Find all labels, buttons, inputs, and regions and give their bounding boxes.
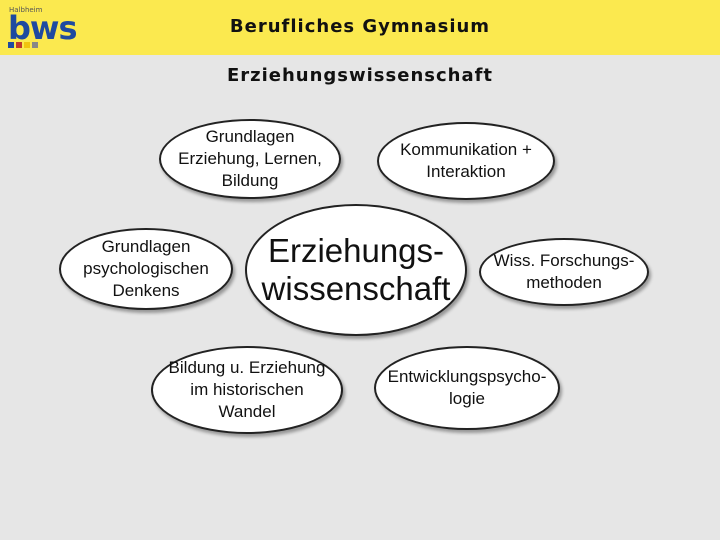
node-forschungsmethoden: Wiss. Forschungs- methoden: [479, 238, 649, 306]
node-label: Grundlagen psychologischen Denkens: [83, 237, 209, 300]
node-bildung-historisch: Bildung u. Erziehung im historischen Wan…: [151, 346, 343, 434]
logo-square: [24, 42, 30, 48]
bws-logo: Halbheim bws: [6, 6, 78, 50]
node-label: Wiss. Forschungs- methoden: [493, 251, 635, 292]
node-label: Bildung u. Erziehung im historischen Wan…: [168, 358, 326, 421]
page-subtitle: Erziehungswissenschaft: [226, 65, 494, 86]
header-title: Berufliches Gymnasium: [229, 16, 491, 37]
header-bar: Halbheim bws Berufliches Gymnasium: [0, 0, 720, 55]
logo-squares: [8, 42, 38, 48]
node-grundlagen-erziehung: Grundlagen Erziehung, Lernen, Bildung: [159, 119, 341, 199]
node-entwicklungspsychologie: Entwicklungspsycho- logie: [374, 346, 560, 430]
node-label: Entwicklungspsycho- logie: [387, 367, 547, 408]
node-kommunikation: Kommunikation + Interaktion: [377, 122, 555, 200]
node-label: Kommunikation + Interaktion: [400, 140, 532, 181]
node-label: Grundlagen Erziehung, Lernen, Bildung: [178, 127, 322, 190]
node-grundlagen-psychologie: Grundlagen psychologischen Denkens: [59, 228, 233, 310]
logo-square: [8, 42, 14, 48]
logo-text: bws: [8, 9, 78, 47]
logo-square: [16, 42, 22, 48]
logo-square: [32, 42, 38, 48]
logo-small-text: Halbheim: [9, 6, 43, 14]
node-label: Erziehungs- wissenschaft: [261, 232, 451, 307]
node-center-erziehungswissenschaft: Erziehungs- wissenschaft: [245, 204, 467, 336]
